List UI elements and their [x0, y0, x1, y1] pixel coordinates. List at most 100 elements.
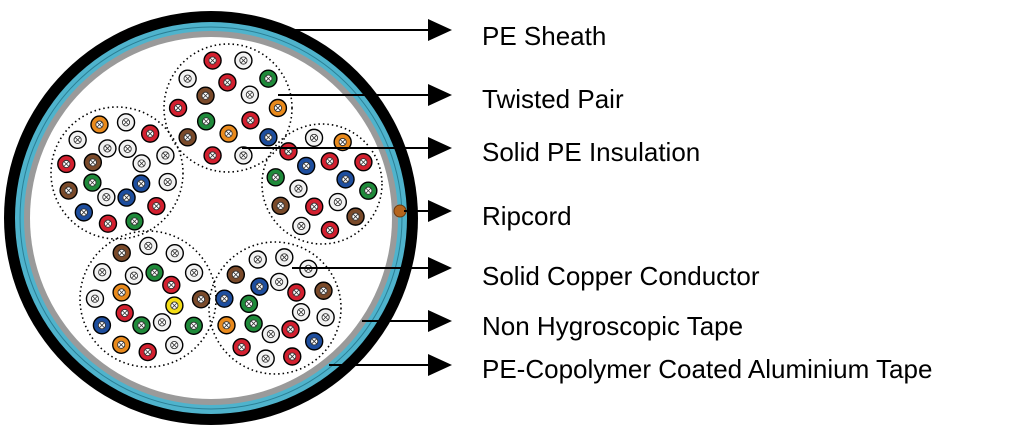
insulated-conductor: [145, 263, 164, 282]
insulated-conductor: [359, 181, 378, 200]
insulated-conductor: [314, 281, 333, 300]
insulated-conductor: [261, 324, 281, 344]
insulated-conductor: [132, 154, 151, 173]
arrowhead-solid-copper-conductor: [428, 257, 452, 279]
insulated-conductor: [196, 86, 215, 105]
insulated-conductor: [354, 152, 373, 172]
insulated-conductor: [74, 203, 94, 222]
insulated-conductor: [147, 196, 166, 216]
insulated-conductor: [92, 316, 112, 335]
label-pe-sheath: PE Sheath: [482, 21, 606, 51]
pair-units: [50, 43, 383, 375]
insulated-conductor: [248, 250, 267, 269]
label-solid-copper-conductor: Solid Copper Conductor: [482, 261, 760, 291]
unit-binder: [261, 123, 383, 245]
unit-binder: [163, 43, 293, 173]
insulated-conductor: [304, 128, 324, 148]
insulated-conductor: [279, 142, 298, 161]
insulated-conductor: [291, 302, 311, 322]
insulated-conductor: [275, 248, 294, 267]
insulated-conductor: [139, 236, 158, 256]
insulated-conductor: [158, 172, 177, 192]
insulated-conductor: [131, 174, 151, 193]
insulated-conductor: [240, 85, 260, 104]
insulated-conductor: [85, 289, 105, 308]
insulated-conductor: [215, 289, 234, 308]
insulated-conductor: [132, 316, 151, 335]
insulated-conductor: [292, 216, 311, 236]
label-aluminium-tape: PE-Copolymer Coated Aluminium Tape: [482, 354, 932, 384]
insulated-conductor: [287, 283, 306, 302]
insulated-conductor: [250, 277, 269, 296]
arrowhead-twisted-pair: [428, 84, 452, 106]
label-non-hygroscopic-tape: Non Hygroscopic Tape: [482, 311, 743, 341]
insulated-conductor: [218, 73, 237, 92]
unit-binder: [50, 106, 184, 240]
insulated-conductor: [196, 112, 216, 131]
pair-unit: [261, 123, 383, 245]
arrowhead-solid-pe-insulation: [428, 137, 452, 159]
insulated-conductor: [156, 146, 175, 165]
insulated-conductor: [140, 124, 160, 143]
insulated-conductor: [83, 153, 103, 172]
insulated-conductor: [112, 335, 131, 354]
insulated-conductor: [184, 263, 204, 282]
insulated-conductor: [57, 154, 76, 174]
insulated-conductor: [178, 69, 197, 88]
insulated-conductor: [268, 98, 288, 118]
insulated-conductor: [333, 132, 352, 152]
insulated-conductor: [203, 146, 222, 165]
insulated-conductor: [316, 308, 335, 327]
arrowhead-non-hygroscopic-tape: [428, 310, 452, 332]
arrowhead-aluminium-tape: [428, 354, 452, 376]
insulated-conductor: [219, 124, 238, 143]
insulated-conductor: [93, 263, 112, 282]
insulated-conductor: [98, 139, 117, 158]
insulated-conductor: [90, 115, 109, 134]
insulated-conductor: [97, 187, 116, 207]
insulated-conductor: [234, 146, 253, 165]
arrowhead-ripcord: [428, 200, 452, 222]
insulated-conductor: [168, 98, 188, 118]
insulated-conductor: [165, 244, 184, 263]
insulated-conductor: [124, 266, 144, 285]
insulated-conductor: [336, 170, 355, 189]
aluminium-tape-edge: [19, 26, 403, 410]
insulated-conductor: [266, 168, 285, 187]
pair-unit: [208, 241, 342, 375]
insulated-conductor: [239, 294, 259, 314]
pair-unit: [163, 43, 293, 173]
insulated-conductor: [305, 197, 324, 216]
insulated-conductor: [241, 111, 260, 130]
insulated-conductor: [259, 128, 278, 147]
insulated-conductor: [203, 51, 222, 70]
insulated-conductor: [191, 290, 211, 309]
insulated-conductor: [244, 314, 263, 333]
labels: PE Sheath Twisted Pair Solid PE Insulati…: [482, 21, 932, 384]
insulated-conductor: [226, 265, 246, 284]
insulated-conductor: [152, 313, 172, 332]
insulated-conductor: [162, 275, 181, 295]
insulated-conductor: [165, 335, 184, 355]
label-solid-pe-insulation: Solid PE Insulation: [482, 137, 700, 167]
insulated-conductor: [259, 69, 278, 88]
insulated-conductor: [83, 173, 102, 192]
insulated-conductor: [59, 181, 78, 200]
arrowheads: [428, 19, 452, 376]
insulated-conductor: [178, 128, 197, 147]
insulated-conductor: [112, 243, 131, 263]
insulated-conductor: [116, 113, 136, 132]
insulated-conductor: [328, 192, 347, 212]
insulated-conductor: [281, 320, 300, 339]
insulated-conductor: [320, 220, 340, 240]
pair-unit: [79, 230, 217, 368]
insulated-conductor: [256, 349, 275, 368]
insulated-conductor: [217, 316, 236, 335]
leader-lines: [242, 29, 430, 366]
arrowhead-pe-sheath: [428, 19, 452, 41]
insulated-conductor: [320, 152, 339, 171]
insulated-conductor: [346, 207, 365, 226]
insulated-conductor: [125, 212, 144, 231]
label-twisted-pair: Twisted Pair: [482, 84, 624, 114]
